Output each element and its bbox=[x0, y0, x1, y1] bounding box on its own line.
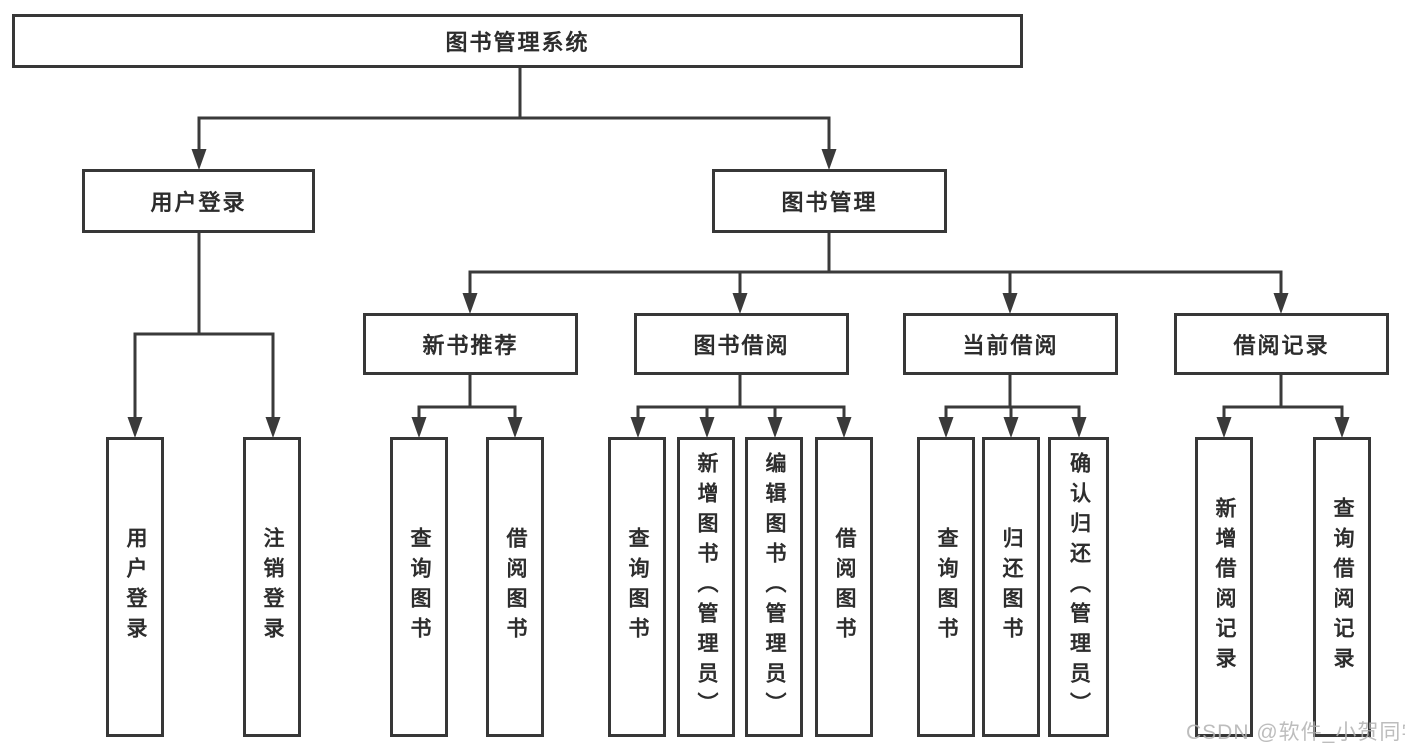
node-borrow-books: 借阅图书 bbox=[486, 437, 544, 737]
node-query-books: 查询图书 bbox=[917, 437, 975, 737]
node-library-management-system: 图书管理系统 bbox=[12, 14, 1023, 68]
node-query-books: 查询图书 bbox=[608, 437, 666, 737]
node-book-borrowing: 图书借阅 bbox=[634, 313, 849, 375]
node-edit-books-admin: 编辑图书（管理员） bbox=[745, 437, 803, 737]
node-book-management: 图书管理 bbox=[712, 169, 947, 233]
node-user-login: 用户登录 bbox=[82, 169, 315, 233]
node-add-books-admin: 新增图书（管理员） bbox=[677, 437, 735, 737]
node-borrow-books: 借阅图书 bbox=[815, 437, 873, 737]
node-logout-leaf: 注销登录 bbox=[243, 437, 301, 737]
node-query-borrowing-record: 查询借阅记录 bbox=[1313, 437, 1371, 737]
node-borrowing-records: 借阅记录 bbox=[1174, 313, 1389, 375]
node-user-login-leaf: 用户登录 bbox=[106, 437, 164, 737]
node-current-borrowing: 当前借阅 bbox=[903, 313, 1118, 375]
node-add-borrowing-record: 新增借阅记录 bbox=[1195, 437, 1253, 737]
watermark: CSDN @软件_小贺同学 bbox=[1186, 721, 1405, 744]
node-new-book-recommendation: 新书推荐 bbox=[363, 313, 578, 375]
node-query-books: 查询图书 bbox=[390, 437, 448, 737]
node-return-books: 归还图书 bbox=[982, 437, 1040, 737]
node-confirm-return-admin: 确认归还（管理员） bbox=[1048, 437, 1109, 737]
